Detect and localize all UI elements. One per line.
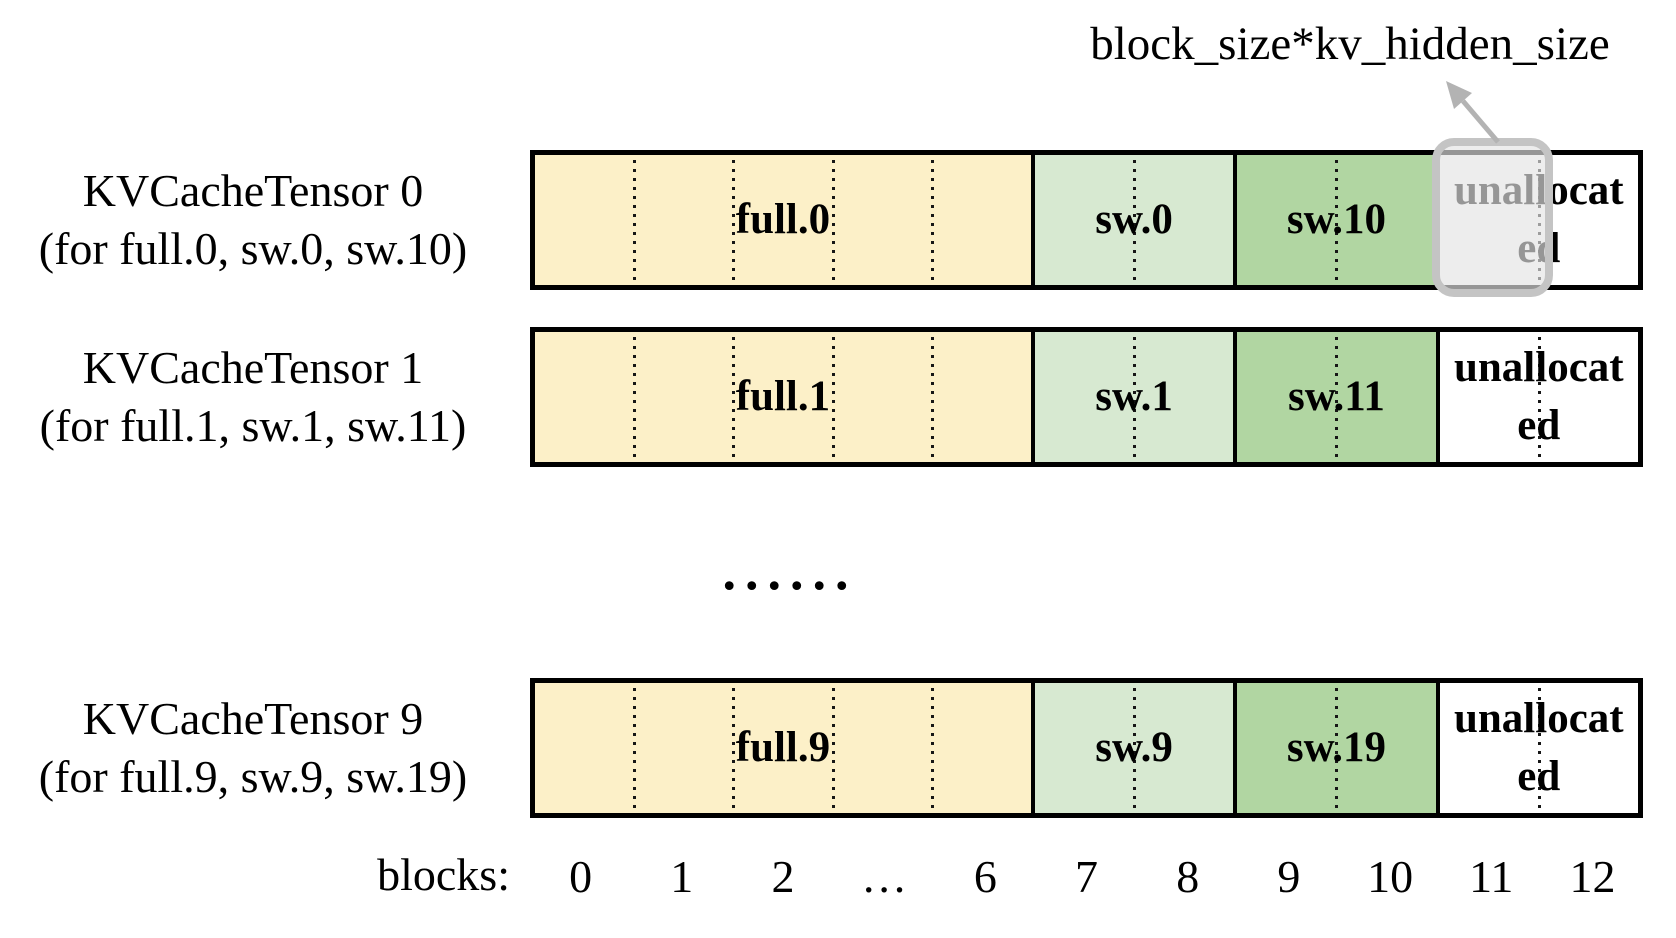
block-divider bbox=[1537, 337, 1541, 457]
block-divider bbox=[1133, 688, 1137, 808]
segment-label: sw.0 bbox=[1095, 196, 1173, 243]
segment-sw-10: sw.10 bbox=[1233, 155, 1436, 285]
block-divider bbox=[831, 160, 835, 280]
block-divider bbox=[633, 337, 637, 457]
tensor-1-label: KVCacheTensor 1 (for full.1, sw.1, sw.11… bbox=[10, 327, 496, 467]
size-arrow-icon bbox=[1446, 81, 1500, 144]
block-divider bbox=[1537, 688, 1541, 808]
block-divider bbox=[831, 337, 835, 457]
block-divider bbox=[1335, 688, 1339, 808]
block-divider bbox=[930, 688, 934, 808]
axis-tick: 8 bbox=[1176, 851, 1200, 902]
tensor-row-1: KVCacheTensor 1 (for full.1, sw.1, sw.11… bbox=[0, 327, 1676, 467]
tensor-0-subtitle: (for full.0, sw.0, sw.10) bbox=[38, 223, 468, 274]
block-divider bbox=[1133, 337, 1137, 457]
tensor-0-label: KVCacheTensor 0 (for full.0, sw.0, sw.10… bbox=[10, 150, 496, 290]
segment-label: unallocated bbox=[1453, 344, 1624, 449]
segment-sw-0: sw.0 bbox=[1030, 155, 1234, 285]
tensor-1-title: KVCacheTensor 1 bbox=[82, 342, 424, 393]
segment-label: full.9 bbox=[735, 724, 831, 771]
segment-sw-1: sw.1 bbox=[1030, 332, 1234, 462]
tensor-0-bar: full.0 sw.0 sw.10 unallocated bbox=[530, 150, 1643, 290]
tensor-0-title: KVCacheTensor 0 bbox=[82, 165, 424, 216]
block-divider bbox=[732, 337, 736, 457]
block-divider bbox=[930, 160, 934, 280]
tensor-9-bar: full.9 sw.9 sw.19 unallocated bbox=[530, 678, 1643, 818]
tensor-1-subtitle: (for full.1, sw.1, sw.11) bbox=[39, 400, 467, 451]
segment-sw-11: sw.11 bbox=[1233, 332, 1436, 462]
segment-label: sw.10 bbox=[1286, 196, 1387, 243]
axis-tick: 11 bbox=[1469, 851, 1514, 902]
blocks-axis-label: blocks: bbox=[377, 849, 510, 900]
block-divider bbox=[732, 160, 736, 280]
block-divider bbox=[831, 688, 835, 808]
segment-full-1: full.1 bbox=[535, 332, 1031, 462]
segment-sw-19: sw.19 bbox=[1233, 683, 1436, 813]
axis-tick: 7 bbox=[1075, 851, 1099, 902]
tensor-9-label: KVCacheTensor 9 (for full.9, sw.9, sw.19… bbox=[10, 678, 496, 818]
block-divider bbox=[732, 688, 736, 808]
segment-full-9: full.9 bbox=[535, 683, 1031, 813]
segment-label: sw.19 bbox=[1286, 724, 1387, 771]
segment-sw-9: sw.9 bbox=[1030, 683, 1234, 813]
axis-tick: 1 bbox=[670, 851, 694, 902]
segment-label: sw.9 bbox=[1095, 724, 1173, 771]
segment-label: full.1 bbox=[735, 373, 831, 420]
axis-tick: 0 bbox=[569, 851, 593, 902]
block-size-highlight bbox=[1432, 138, 1553, 297]
tensor-9-title: KVCacheTensor 9 bbox=[82, 693, 424, 744]
axis-tick: 10 bbox=[1367, 851, 1414, 902]
block-divider bbox=[1133, 160, 1137, 280]
segment-full-0: full.0 bbox=[535, 155, 1031, 285]
segment-unallocated-9: unallocated bbox=[1435, 683, 1638, 813]
axis-tick: … bbox=[861, 851, 908, 902]
segment-label: sw.11 bbox=[1288, 373, 1385, 420]
tensor-9-subtitle: (for full.9, sw.9, sw.19) bbox=[38, 751, 468, 802]
axis-tick: 2 bbox=[771, 851, 795, 902]
blocks-axis: 0 1 2 … 6 7 8 9 10 11 12 bbox=[530, 848, 1643, 910]
tensor-row-0: KVCacheTensor 0 (for full.0, sw.0, sw.10… bbox=[0, 150, 1676, 290]
row-ellipsis: ...... bbox=[722, 541, 858, 601]
tensor-1-bar: full.1 sw.1 sw.11 unallocated bbox=[530, 327, 1643, 467]
segment-label: sw.1 bbox=[1095, 373, 1173, 420]
block-size-annotation: block_size*kv_hidden_size bbox=[1090, 18, 1610, 70]
axis-tick: 6 bbox=[973, 851, 997, 902]
segment-label: full.0 bbox=[735, 196, 831, 243]
block-divider bbox=[633, 160, 637, 280]
axis-tick: 9 bbox=[1277, 851, 1301, 902]
block-divider bbox=[633, 688, 637, 808]
segment-unallocated-1: unallocated bbox=[1435, 332, 1638, 462]
segment-label: unallocated bbox=[1453, 695, 1624, 800]
block-divider bbox=[1335, 337, 1339, 457]
axis-tick: 12 bbox=[1569, 851, 1616, 902]
block-divider bbox=[930, 337, 934, 457]
block-divider bbox=[1335, 160, 1339, 280]
tensor-row-9: KVCacheTensor 9 (for full.9, sw.9, sw.19… bbox=[0, 678, 1676, 818]
